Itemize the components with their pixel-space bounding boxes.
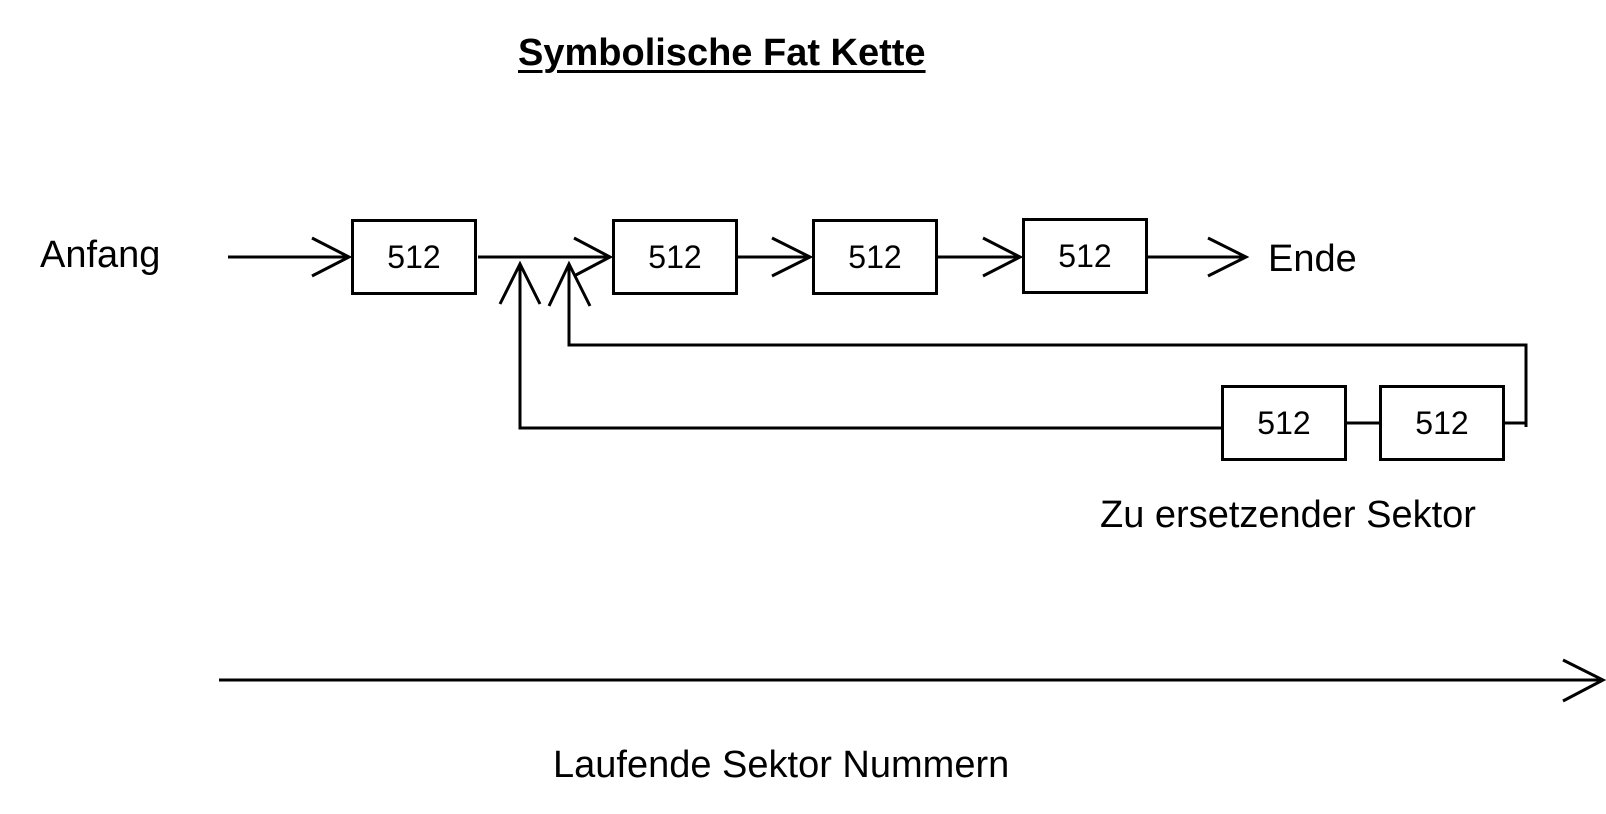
replacement-sector-box-2: 512 — [1379, 385, 1505, 461]
arrowhead-3-4 — [982, 236, 1024, 278]
arrowhead-2-3 — [771, 236, 814, 278]
loop-inner — [567, 264, 1528, 427]
arrowhead-loop-inner — [547, 260, 592, 307]
axis-label: Laufende Sektor Nummern — [553, 744, 1010, 786]
sector-box-1: 512 — [351, 219, 477, 295]
replace-label: Zu ersetzender Sektor — [1100, 494, 1476, 536]
loop-outer — [518, 264, 1221, 430]
replacement-sector-box-1: 512 — [1221, 385, 1347, 461]
arrowhead-loop-outer — [498, 260, 542, 305]
arrowhead-1-2 — [573, 236, 614, 278]
sector-box-3: 512 — [812, 219, 938, 295]
arrowhead-end — [1207, 236, 1250, 278]
diagram-title: Symbolische Fat Kette — [518, 32, 926, 74]
arrowhead-start — [311, 236, 353, 278]
sector-box-4: 512 — [1022, 218, 1148, 294]
sector-box-2: 512 — [612, 219, 738, 295]
end-label: Ende — [1268, 238, 1357, 280]
axis-arrowhead — [1562, 658, 1606, 703]
start-label: Anfang — [40, 234, 161, 276]
